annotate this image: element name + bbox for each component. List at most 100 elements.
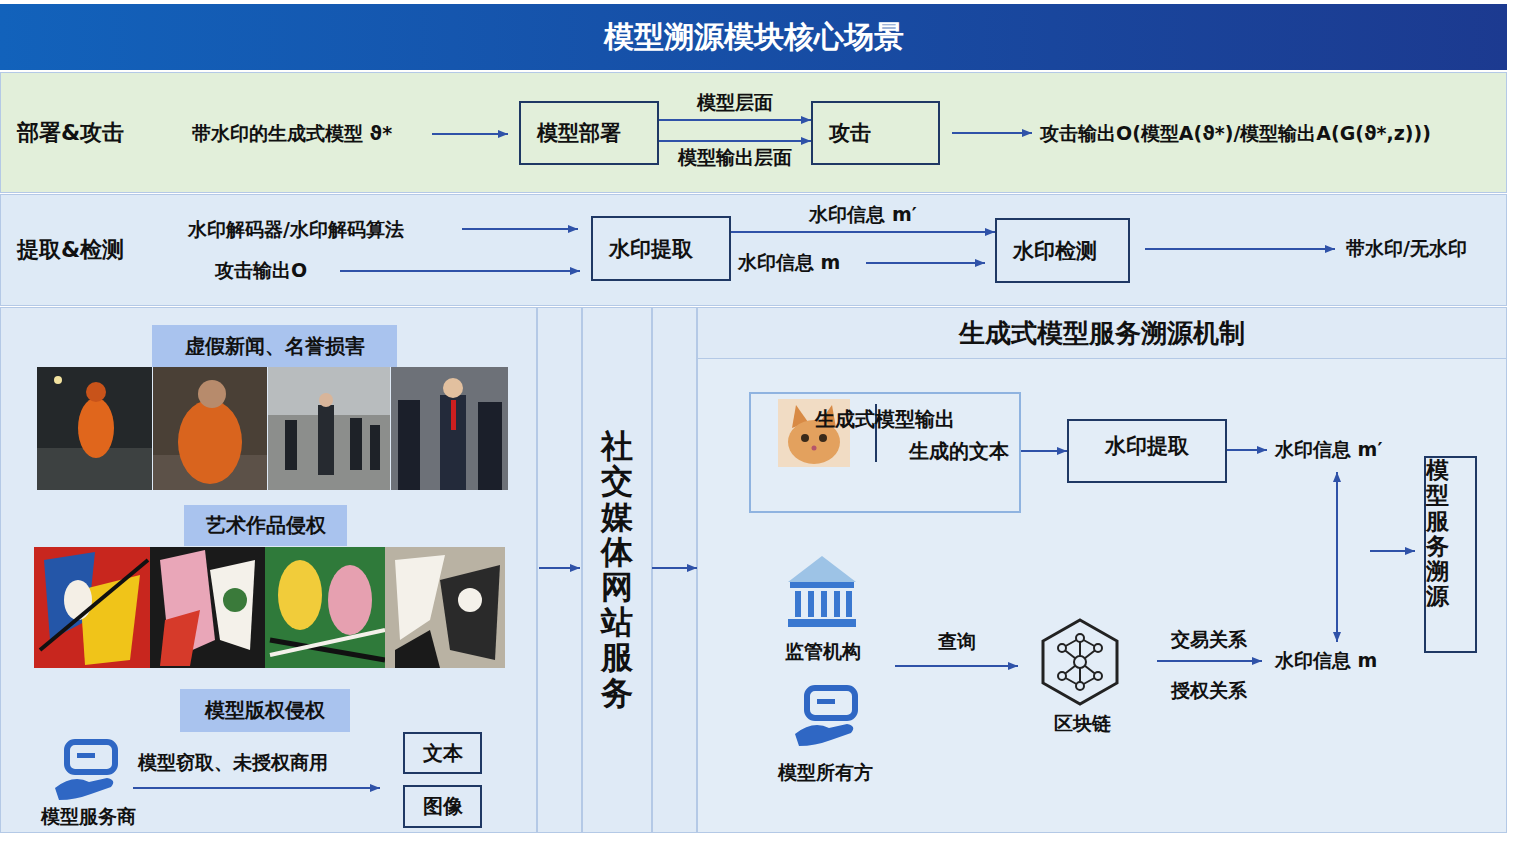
news-photos — [350, 418, 362, 470]
node-text: 模型服务溯源 — [1426, 458, 1449, 509]
blockchain-icon — [1074, 656, 1086, 668]
node-text: 图像 — [423, 793, 463, 820]
node-text: 生成式模型输出 — [751, 394, 1019, 445]
regulator-icon — [808, 591, 814, 617]
flow-arrow — [432, 133, 508, 135]
node-text: 生成的文本 — [899, 426, 1019, 477]
text-label: 监管机构 — [785, 639, 861, 665]
regulator-icon — [788, 619, 856, 627]
art-images — [34, 547, 150, 668]
blockchain-icon — [1058, 644, 1066, 652]
news-photos — [440, 395, 466, 490]
title: 模型溯源模块核心场景 — [0, 4, 1507, 70]
output-box: 生成的文本生成式模型输出 — [749, 392, 1021, 513]
blockchain-icon — [1043, 620, 1117, 704]
connector — [659, 140, 811, 142]
cat-image — [801, 434, 809, 442]
text-label: 查询 — [938, 629, 976, 655]
text-label: 交易关系 — [1171, 627, 1247, 653]
news-photos — [153, 367, 267, 490]
flow-arrow — [1370, 550, 1415, 552]
news-photos — [478, 402, 502, 490]
cat-image — [812, 446, 817, 451]
heading-chip: 艺术作品侵权 — [184, 505, 347, 546]
process-box: 文本 — [403, 732, 482, 774]
art-images — [458, 588, 482, 612]
node-text: 水印提取 — [609, 235, 693, 263]
news-photos — [86, 382, 106, 402]
owner-icon — [817, 699, 835, 704]
art-images — [328, 565, 372, 635]
node-text: 文本 — [423, 740, 463, 767]
flow-arrow — [1145, 248, 1335, 250]
owner-icon — [807, 688, 855, 718]
node-text: 部署&攻击 — [17, 118, 124, 148]
regulator-icon — [795, 591, 801, 617]
provider-icon — [55, 742, 115, 800]
node-text: 水印检测 — [1013, 237, 1097, 265]
regulator-icon — [821, 591, 827, 617]
node-text: 模型版权侵权 — [205, 697, 325, 724]
art-images — [34, 547, 505, 668]
flow-arrow — [1157, 660, 1262, 662]
text-label: 带水印的生成式模型 ϑ* — [192, 121, 392, 147]
regulator-icon — [834, 591, 840, 617]
owner-icon — [795, 688, 855, 746]
flow-arrow — [133, 133, 1415, 788]
flow-arrow — [539, 567, 580, 569]
flow-arrow — [1225, 449, 1267, 451]
node-text: 攻击 — [829, 119, 871, 147]
process-box: 攻击 — [811, 101, 940, 165]
news-photos — [391, 367, 508, 490]
news-photos — [178, 400, 242, 484]
flow-arrow — [895, 665, 1018, 667]
edge-label: 水印信息 m′ — [809, 202, 916, 228]
process-box: 图像 — [403, 785, 482, 828]
art-images — [265, 547, 385, 668]
text-label: 水印信息 m — [738, 250, 840, 276]
news-photos — [54, 376, 62, 384]
edge-label: 模型输出层面 — [678, 145, 792, 171]
flow-arrow — [952, 132, 1032, 134]
news-photos — [268, 367, 390, 490]
flow-arrow — [462, 228, 578, 230]
provider-icon — [77, 753, 95, 758]
art-images — [160, 610, 200, 666]
text-label: 攻击输出O(模型A(ϑ*)/模型输出A(G(ϑ*,z))) — [1040, 121, 1431, 147]
art-images — [385, 547, 505, 668]
panel: 生成式模型服务溯源机制生成的文本生成式模型输出水印提取模型服务溯源 — [697, 307, 1507, 833]
news-photos — [198, 380, 226, 408]
art-images — [223, 588, 247, 612]
text-label: 区块链 — [1054, 711, 1111, 737]
process-box: 模型部署 — [519, 101, 659, 165]
blockchain-icon — [1076, 634, 1084, 642]
art-images — [270, 630, 385, 655]
flow-arrow — [1336, 472, 1338, 642]
regulator-icon — [788, 556, 856, 582]
text-label: 模型服务商 — [41, 804, 136, 830]
flow-arrow — [133, 787, 380, 789]
regulator-icon — [788, 556, 856, 627]
connector — [731, 231, 995, 233]
art-images — [40, 560, 148, 650]
node-text: 生成式模型服务溯源机制 — [698, 308, 1506, 359]
cat-image — [819, 434, 827, 442]
blockchain-icon — [1043, 620, 1117, 704]
node-text: 水印提取 — [1069, 421, 1225, 472]
vertical-box: 社交媒体 网站服务 — [582, 307, 652, 833]
process-box: 水印提取 — [1067, 419, 1227, 483]
text-label: 授权关系 — [1171, 678, 1247, 704]
band: 提取&检测水印提取水印检测 — [0, 194, 1507, 306]
regulator-icon — [790, 582, 854, 588]
connector — [1021, 450, 1067, 452]
text-label: 水印信息 m — [1275, 648, 1377, 674]
text-label: 水印信息 m′ — [1275, 437, 1382, 463]
process-box: 水印检测 — [995, 218, 1130, 283]
art-images — [64, 580, 92, 620]
text-label: 模型所有方 — [778, 760, 873, 786]
news-photos — [78, 398, 114, 458]
news-photos — [319, 393, 333, 407]
news-photos — [370, 425, 380, 470]
art-images — [210, 560, 255, 650]
